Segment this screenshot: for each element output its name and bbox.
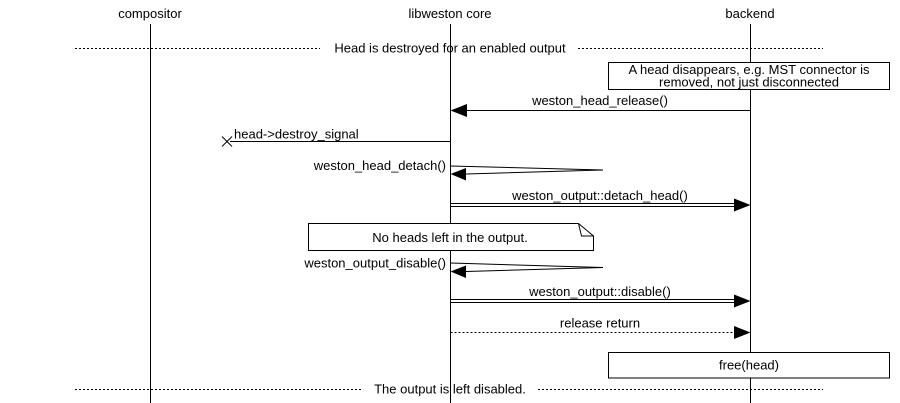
action-free-head-box	[608, 352, 890, 379]
message-weston-output-disable-label: weston_output_disable()	[303, 256, 446, 271]
message-weston-head-detach-arrowhead	[450, 168, 466, 181]
message-weston-output-disable-loop	[450, 262, 604, 272]
message-weston-head-release-arrowhead	[450, 104, 467, 117]
message-output-disable-arrowhead	[734, 294, 751, 308]
message-weston-head-detach-label: weston_head_detach()	[313, 158, 446, 173]
lost-message-cross-icon	[221, 136, 233, 147]
note-no-heads-fold-icon	[578, 223, 594, 237]
message-release-return-label: release return	[560, 316, 640, 331]
note-head-disappears-line2: removed, not just disconnected	[659, 75, 839, 90]
note-no-heads-label: No heads left in the output.	[372, 230, 527, 245]
message-destroy-signal-label: head->destroy_signal	[234, 127, 359, 142]
participant-label-backend: backend	[725, 6, 774, 21]
message-release-return-arrowhead	[734, 326, 751, 339]
message-detach-head-label: weston_output::detach_head()	[511, 188, 688, 203]
participant-label-libweston-core: libweston core	[408, 6, 491, 21]
message-weston-head-release-label: weston_head_release()	[531, 93, 668, 108]
note-head-disappears-box	[608, 62, 890, 90]
message-weston-head-detach-loop	[450, 165, 604, 175]
divider-bottom-label: The output is left disabled.	[374, 382, 526, 397]
divider-top-label: Head is destroyed for an enabled output	[334, 41, 566, 56]
message-detach-head-arrowhead	[734, 198, 751, 212]
action-free-head-label: free(head)	[719, 358, 779, 373]
participant-label-compositor: compositor	[118, 6, 182, 21]
message-weston-output-disable-arrowhead	[450, 265, 466, 278]
note-head-disappears-line1: A head disappears, e.g. MST connector is	[628, 62, 870, 77]
note-no-heads-box	[308, 223, 594, 251]
message-output-disable-label: weston_output::disable()	[528, 284, 671, 299]
